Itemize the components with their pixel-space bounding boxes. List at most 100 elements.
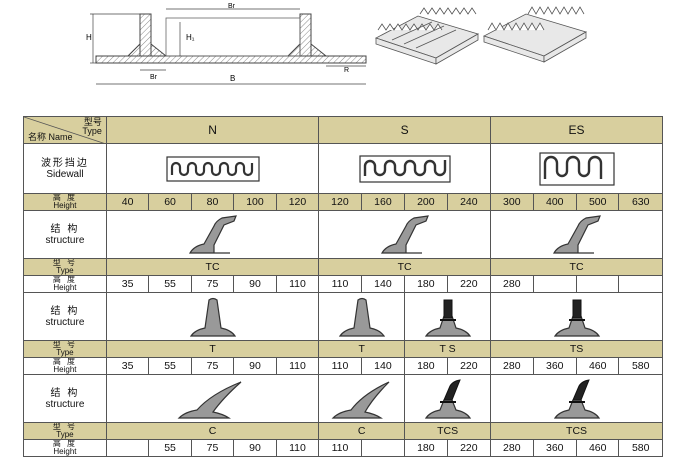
height-cell: 75 (190, 439, 235, 457)
sidewall-es-cell (490, 143, 663, 194)
type-cn: 型号 (83, 117, 102, 127)
height-cell: 400 (532, 193, 578, 211)
height-label-tc: 高 度 Height (23, 275, 107, 293)
type-cell: TC (490, 258, 663, 276)
header-row: 型号 Type 名称 Name N S ES (23, 116, 663, 144)
cleat-tc-icon (188, 214, 237, 254)
height-cell (532, 275, 578, 293)
cleat-c-icon (177, 380, 241, 419)
name-cn: 名称 (28, 132, 47, 142)
height-cell: 580 (618, 357, 663, 375)
tc-height-row: 高 度 Height 35 55 75 90 110 110 140 180 2… (23, 275, 663, 293)
height-cell: 500 (575, 193, 620, 211)
corner-diagonal (24, 117, 103, 143)
type-cell: C (318, 422, 406, 440)
belt-3d-illustration-2 (482, 6, 588, 63)
cleat-tcs-icon (424, 378, 471, 419)
type-cell: TCS (490, 422, 663, 440)
height-cell: 110 (275, 439, 320, 457)
cleat-ts-icon (424, 299, 471, 337)
height-cell: 110 (318, 275, 362, 293)
type-label-t: 型 号 Type (23, 340, 107, 358)
type-cell: C (105, 422, 320, 440)
sidewall-label: 波形挡边 Sidewall (23, 143, 107, 194)
height-cell: 220 (446, 439, 492, 457)
dim-R: R (344, 67, 349, 74)
series-es-header: ES (490, 116, 663, 144)
height-cell: 240 (446, 193, 492, 211)
type-cell: T S (404, 340, 492, 358)
type-cell: TS (490, 340, 663, 358)
dim-H: H (86, 33, 92, 42)
height-cell: 460 (575, 357, 620, 375)
height-cell (105, 439, 150, 457)
height-cell: 630 (618, 193, 663, 211)
cleat-t-icon (189, 297, 236, 337)
c-structure-row: 结 构 structure (23, 374, 663, 423)
height-cell: 60 (148, 193, 192, 211)
corner-name-label: 名称 Name (28, 133, 73, 142)
height-cell: 180 (404, 357, 448, 375)
sidewall-spec-table: 型号 Type 名称 Name N S ES 波形挡边 Sidewall (23, 116, 663, 457)
cleat-ts-icon (553, 299, 600, 337)
dim-B: B (230, 74, 235, 83)
height-label-1: 高 度 Height (23, 193, 107, 211)
tc-structure-row: 结 构 structure (23, 210, 663, 259)
c-s-cell (318, 374, 406, 423)
header-corner-cell: 型号 Type 名称 Name (23, 116, 107, 144)
height-cell: 75 (190, 357, 235, 375)
dim-Br-top: Br (228, 3, 236, 10)
height-cell: 180 (404, 439, 448, 457)
height-cell: 90 (233, 439, 277, 457)
tcs-es-cell (490, 374, 663, 423)
belt-base (95, 55, 367, 64)
structure-label-t: 结 构 structure (23, 292, 107, 341)
tc-type-row: 型 号 Type TC TC TC (23, 258, 663, 276)
height-cell: 100 (233, 193, 277, 211)
t-n-cell (105, 292, 320, 341)
height-cell: 110 (318, 439, 362, 457)
height-cell (360, 439, 406, 457)
height-cell: 55 (148, 275, 192, 293)
type-en: Type (82, 126, 102, 136)
height-cell: 80 (190, 193, 235, 211)
type-label-tc: 型 号 Type (23, 258, 107, 276)
cleat-tc-icon (380, 214, 429, 254)
type-cell: T (318, 340, 406, 358)
height-cell: 300 (490, 193, 534, 211)
right-sidewall (299, 13, 312, 57)
sidewall-row: 波形挡边 Sidewall (23, 143, 663, 194)
c-type-row: 型 号 Type C C TCS TCS (23, 422, 663, 440)
height-cell: 280 (490, 275, 534, 293)
height-cell: 110 (318, 357, 362, 375)
sidewall-wave-s-icon (359, 154, 451, 183)
height-cell: 280 (490, 357, 534, 375)
height-cell: 40 (105, 193, 150, 211)
height-cell: 120 (318, 193, 362, 211)
height-cell: 360 (532, 439, 578, 457)
t-structure-row: 结 构 structure (23, 292, 663, 341)
ts-s-cell (404, 292, 492, 341)
c-height-row: 高 度 Height 55 75 90 110 110 180 220 280 … (23, 439, 663, 457)
height-cell: 360 (532, 357, 578, 375)
height-cell: 200 (404, 193, 448, 211)
left-sidewall (139, 13, 152, 57)
tc-es-cell (490, 210, 663, 259)
height-cell: 140 (360, 357, 406, 375)
height-cell: 160 (360, 193, 406, 211)
cleat-t-icon (338, 297, 385, 337)
series-s-header: S (318, 116, 492, 144)
height-cell: 280 (490, 439, 534, 457)
sidewall-s-cell (318, 143, 492, 194)
height-cell: 180 (404, 275, 448, 293)
sidewall-n-cell (105, 143, 320, 194)
dim-H1: H₁ (186, 33, 195, 42)
height-label-c: 高 度 Height (23, 439, 107, 457)
sidewall-wave-n-icon (165, 155, 260, 182)
t-s-cell (318, 292, 406, 341)
height-cell: 35 (105, 275, 150, 293)
tc-s-cell (318, 210, 492, 259)
height-cell (575, 275, 620, 293)
height-cell: 55 (148, 439, 192, 457)
structure-label-c: 结 构 structure (23, 374, 107, 423)
